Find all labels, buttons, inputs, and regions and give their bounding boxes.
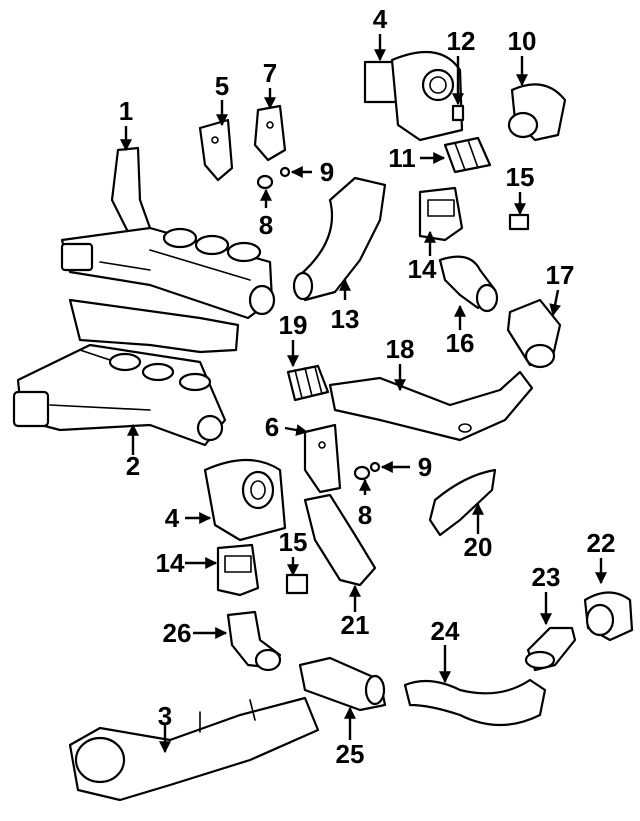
hose-21 bbox=[303, 493, 377, 587]
mount-14-lower bbox=[216, 543, 260, 597]
callout-14-lower: 14 bbox=[156, 548, 185, 578]
fitting-8-upper bbox=[256, 174, 274, 190]
callout-3: 3 bbox=[158, 701, 172, 731]
callout-8-upper: 8 bbox=[259, 210, 273, 240]
pipe-18 bbox=[328, 370, 534, 442]
turbocharger-lower bbox=[203, 458, 287, 542]
turbocharger-upper bbox=[363, 50, 464, 142]
fitting-9-lower bbox=[369, 461, 381, 473]
lower-exhaust-manifold bbox=[12, 298, 240, 447]
callout-26: 26 bbox=[163, 618, 192, 648]
callout-21: 21 bbox=[341, 610, 370, 640]
callout-23: 23 bbox=[532, 562, 561, 592]
elbow-hose-10 bbox=[507, 83, 567, 142]
callout-25: 25 bbox=[336, 739, 365, 769]
callout-13: 13 bbox=[331, 304, 360, 334]
callout-11: 11 bbox=[388, 143, 416, 173]
callout-14-upper: 14 bbox=[408, 254, 437, 284]
hose-23 bbox=[524, 626, 577, 672]
elbow-22 bbox=[583, 591, 634, 642]
callout-19: 19 bbox=[279, 310, 308, 340]
hose-16 bbox=[438, 255, 499, 313]
callout-4-lower: 4 bbox=[165, 503, 180, 533]
bellows-19 bbox=[286, 364, 330, 402]
callout-9-lower: 9 bbox=[418, 452, 432, 482]
callout-10: 10 bbox=[508, 26, 537, 56]
callout-22: 22 bbox=[587, 528, 616, 558]
callout-9-upper: 9 bbox=[320, 157, 334, 187]
intake-pipe-long bbox=[68, 696, 320, 802]
upper-exhaust-manifold bbox=[60, 146, 276, 320]
hose-17 bbox=[506, 298, 562, 369]
callout-12: 12 bbox=[447, 26, 476, 56]
fitting-9-upper bbox=[279, 166, 291, 178]
bracket-5 bbox=[198, 118, 234, 182]
callout-6: 6 bbox=[265, 412, 279, 442]
callout-2: 2 bbox=[126, 451, 140, 481]
callout-20: 20 bbox=[464, 532, 493, 562]
callout-7: 7 bbox=[263, 58, 277, 88]
callout-1: 1 bbox=[119, 96, 133, 126]
clip-15-lower bbox=[285, 573, 309, 595]
callout-15-upper: 15 bbox=[506, 162, 535, 192]
callout-5: 5 bbox=[215, 71, 229, 101]
mount-14-upper bbox=[418, 186, 464, 242]
bracket-6 bbox=[303, 423, 342, 494]
callout-24: 24 bbox=[431, 616, 460, 646]
callout-numbers: 1 2 3 4 4 5 6 7 8 8 9 9 10 11 12 13 14 1… bbox=[119, 4, 616, 769]
callout-4-upper: 4 bbox=[373, 4, 388, 34]
callout-18: 18 bbox=[386, 334, 415, 364]
hose-13 bbox=[292, 176, 387, 302]
callout-16: 16 bbox=[446, 328, 475, 358]
clip-15-upper bbox=[508, 213, 530, 231]
callout-8-lower: 8 bbox=[358, 500, 372, 530]
hose-24 bbox=[403, 678, 547, 727]
bolt-12 bbox=[451, 104, 465, 122]
coupler-11 bbox=[443, 136, 492, 174]
hose-20 bbox=[428, 468, 497, 537]
hose-25 bbox=[298, 656, 387, 712]
elbow-26 bbox=[226, 610, 282, 672]
bracket-7 bbox=[253, 104, 287, 162]
callout-15-lower: 15 bbox=[279, 527, 308, 557]
callout-17: 17 bbox=[546, 260, 575, 290]
leader-lines bbox=[120, 34, 607, 754]
fitting-8-lower bbox=[353, 465, 371, 481]
